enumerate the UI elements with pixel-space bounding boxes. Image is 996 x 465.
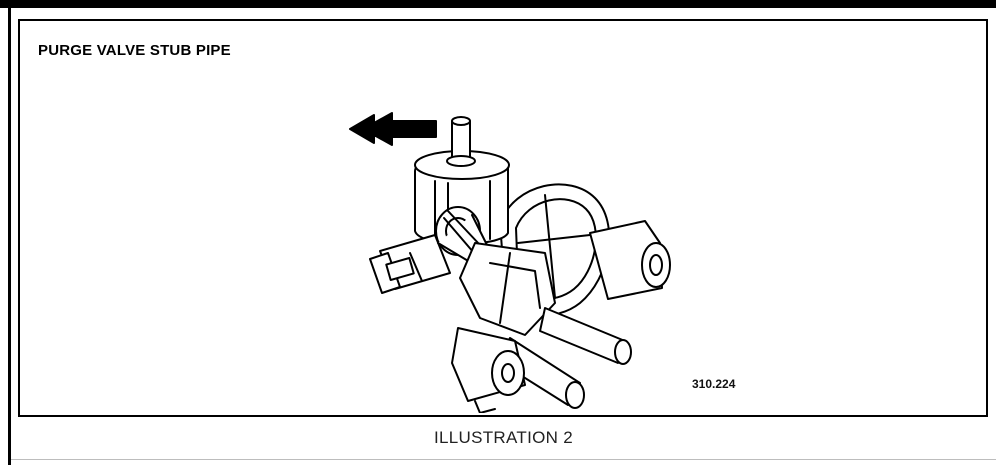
reference-number: 310.224	[692, 377, 736, 391]
figure-title: PURGE VALVE STUB PIPE	[38, 42, 231, 59]
purge-valve-drawing	[349, 112, 671, 413]
figure-frame: PURGE VALVE STUB PIPE	[18, 19, 988, 417]
illustration-caption: ILLUSTRATION 2	[434, 428, 573, 447]
solenoid-body	[459, 242, 556, 336]
caption-row: ILLUSTRATION 2	[11, 419, 996, 460]
bottom-port	[451, 327, 526, 413]
top-border	[0, 0, 996, 8]
left-electrical-connector	[369, 234, 451, 294]
lower-right-pipe	[539, 307, 632, 365]
left-border	[8, 8, 11, 465]
pointer-arrow-icon	[349, 112, 437, 146]
right-connector	[589, 220, 671, 300]
stub-pipe	[446, 116, 476, 167]
